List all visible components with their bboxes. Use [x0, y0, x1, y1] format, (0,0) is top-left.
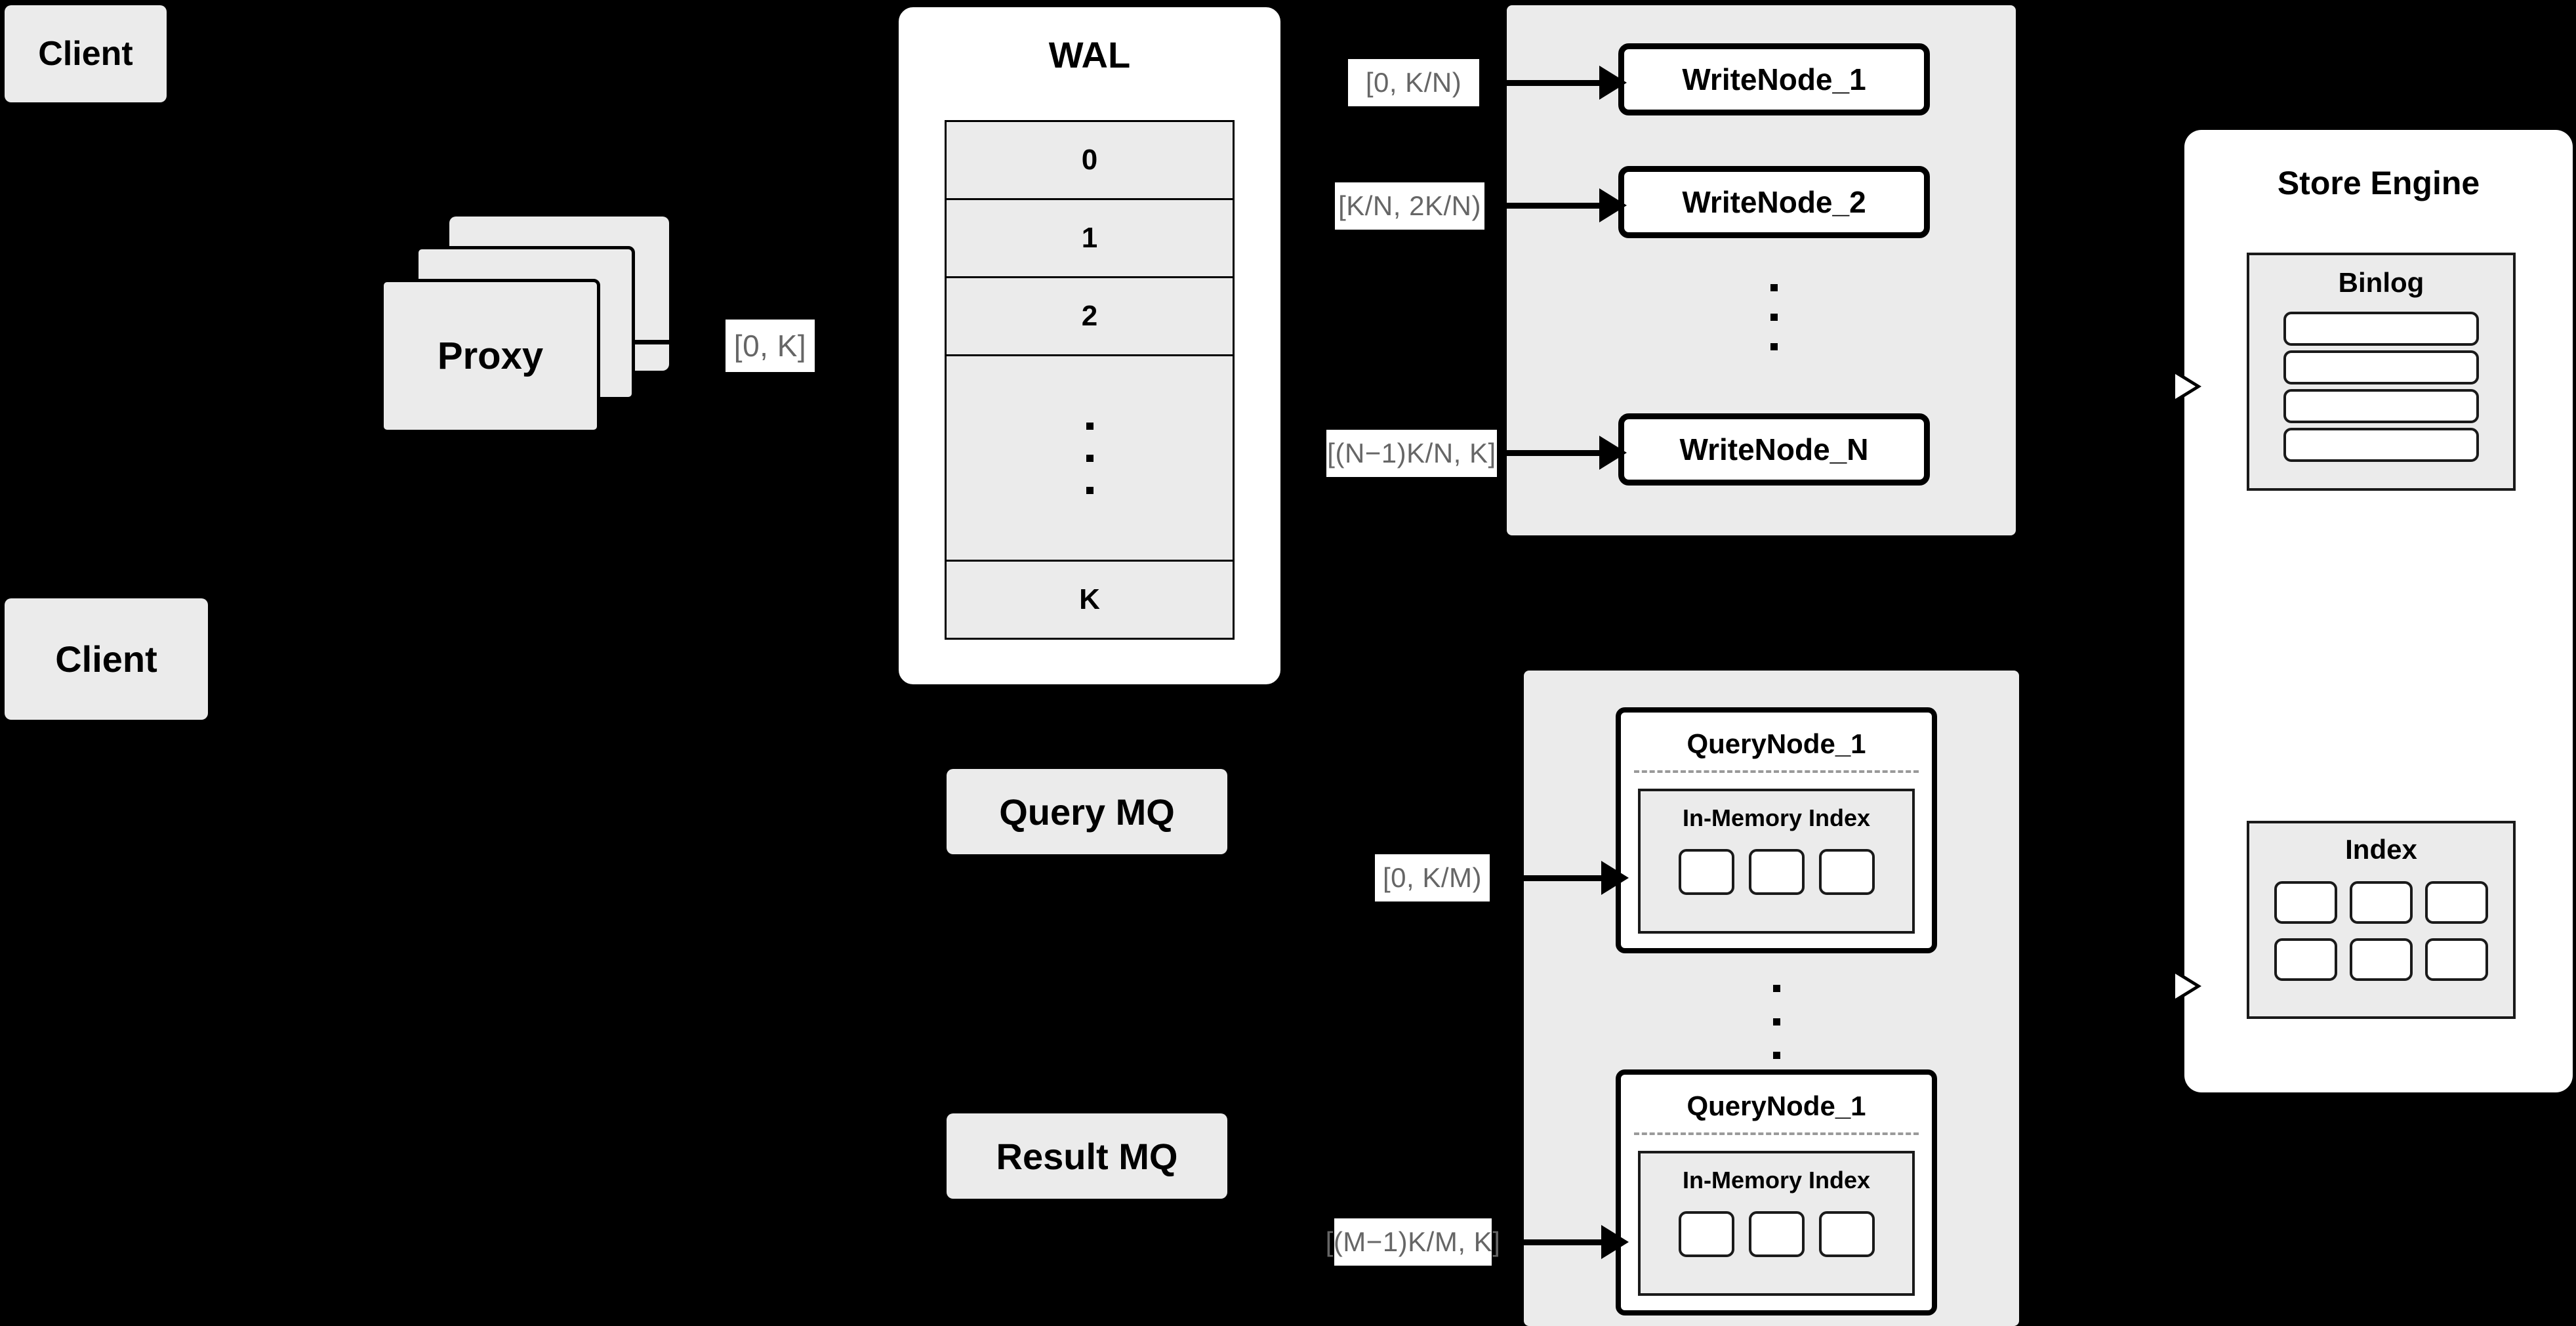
- query-mq-node[interactable]: Query MQ: [947, 769, 1227, 854]
- write-node-2-label: WriteNode_2: [1682, 185, 1866, 219]
- index-tile: [2350, 938, 2413, 981]
- index-tile: [1818, 1211, 1875, 1257]
- arrow-head-query-node-1: [1601, 861, 1629, 895]
- query-node-2-label: QueryNode_1: [1687, 1090, 1866, 1121]
- query-cluster-ellipsis: [1616, 966, 1937, 1077]
- query-node-1-label: QueryNode_1: [1687, 728, 1866, 759]
- wal-row-2: 2: [947, 278, 1233, 356]
- binlog-bar: [2283, 350, 2479, 384]
- result-mq-label: Result MQ: [996, 1135, 1178, 1177]
- index-tile: [1678, 1211, 1734, 1257]
- write-node-n[interactable]: WriteNode_N: [1618, 413, 1930, 486]
- write-cluster-ellipsis: [1618, 268, 1930, 366]
- client-node-1[interactable]: Client: [5, 5, 167, 102]
- index-tile: [2425, 881, 2488, 924]
- binlog-bar: [2283, 312, 2479, 346]
- edge-label-query-node-1: [0, K/M): [1375, 854, 1490, 901]
- index-title: Index: [2345, 834, 2417, 865]
- index-box: Index: [2247, 821, 2516, 1019]
- arrow-head-write-node-1: [1599, 66, 1627, 100]
- proxy-stack[interactable]: Proxy: [380, 217, 669, 433]
- arrow-line-write-node-2: [1499, 203, 1601, 209]
- proxy-to-wal-connector: [633, 340, 672, 344]
- index-tile: [1818, 849, 1875, 895]
- index-tile: [1748, 849, 1805, 895]
- wal-row-0: 0: [947, 122, 1233, 200]
- wal-row-k: K: [947, 562, 1233, 638]
- edge-label-write-node-2: [K/N, 2K/N): [1335, 182, 1484, 230]
- index-tile: [2350, 881, 2413, 924]
- index-tile: [1748, 1211, 1805, 1257]
- proxy-card-front[interactable]: Proxy: [380, 279, 600, 433]
- index-tile: [2274, 938, 2337, 981]
- binlog-bar: [2283, 428, 2479, 462]
- arrow-line-query-node-1: [1501, 875, 1603, 881]
- wal-table: 0 1 2 K: [945, 120, 1235, 640]
- query-node-cluster: QueryNode_1 In-Memory Index QueryNode_1 …: [1524, 671, 2019, 1326]
- query-node-1-in-memory-index: In-Memory Index: [1638, 789, 1915, 934]
- arrow-line-write-node-1: [1499, 80, 1601, 86]
- arrow-head-to-binlog: [2174, 369, 2201, 404]
- write-node-1[interactable]: WriteNode_1: [1618, 43, 1930, 115]
- query-node-2[interactable]: QueryNode_1 In-Memory Index: [1616, 1069, 1937, 1316]
- query-node-1-divider: [1634, 770, 1919, 773]
- edge-label-proxy-to-wal: [0, K]: [726, 320, 815, 372]
- arrow-line-write-node-n: [1499, 450, 1601, 456]
- query-node-2-divider: [1634, 1132, 1919, 1135]
- arrow-line-query-node-2: [1501, 1239, 1603, 1245]
- client-node-2[interactable]: Client: [5, 598, 208, 720]
- query-node-2-in-memory-index: In-Memory Index: [1638, 1151, 1915, 1296]
- write-node-1-label: WriteNode_1: [1682, 62, 1866, 96]
- arrow-head-query-node-2: [1601, 1225, 1629, 1259]
- query-node-1[interactable]: QueryNode_1 In-Memory Index: [1616, 707, 1937, 953]
- client-1-label: Client: [38, 35, 133, 73]
- wal-title: WAL: [1048, 34, 1131, 75]
- binlog-box: Binlog: [2247, 253, 2516, 491]
- query-mq-label: Query MQ: [999, 791, 1175, 833]
- arrow-head-write-node-n: [1599, 436, 1627, 470]
- store-engine-title: Store Engine: [2277, 165, 2480, 201]
- arrow-head-write-node-2: [1599, 188, 1627, 222]
- write-node-cluster: WriteNode_1 WriteNode_2 WriteNode_N: [1507, 5, 2016, 535]
- query-node-1-in-memory-index-title: In-Memory Index: [1682, 804, 1871, 831]
- wal-row-1: 1: [947, 200, 1233, 278]
- arrow-line-to-index: [2140, 950, 2175, 955]
- binlog-title: Binlog: [2338, 267, 2424, 298]
- wal-row-ellipsis: [947, 356, 1233, 562]
- edge-label-write-node-n: [(N−1)K/N, K]: [1326, 430, 1497, 477]
- index-tile: [2274, 881, 2337, 924]
- edge-label-write-node-1: [0, K/N): [1348, 59, 1479, 106]
- arrow-head-to-index: [2174, 969, 2201, 1003]
- store-engine-panel: Store Engine Binlog Index: [2184, 130, 2573, 1092]
- query-node-2-in-memory-index-title: In-Memory Index: [1682, 1167, 1871, 1193]
- write-node-n-label: WriteNode_N: [1679, 432, 1869, 466]
- index-tile: [1678, 849, 1734, 895]
- wal-panel: WAL 0 1 2 K: [896, 5, 1283, 687]
- proxy-label: Proxy: [437, 335, 544, 377]
- edge-label-query-node-2: [(M−1)K/M, K]: [1326, 1218, 1500, 1266]
- arrow-line-to-binlog: [2140, 384, 2175, 389]
- index-tile: [2425, 938, 2488, 981]
- client-2-label: Client: [55, 638, 157, 680]
- write-node-2[interactable]: WriteNode_2: [1618, 166, 1930, 238]
- result-mq-node[interactable]: Result MQ: [947, 1113, 1227, 1199]
- binlog-bar: [2283, 389, 2479, 423]
